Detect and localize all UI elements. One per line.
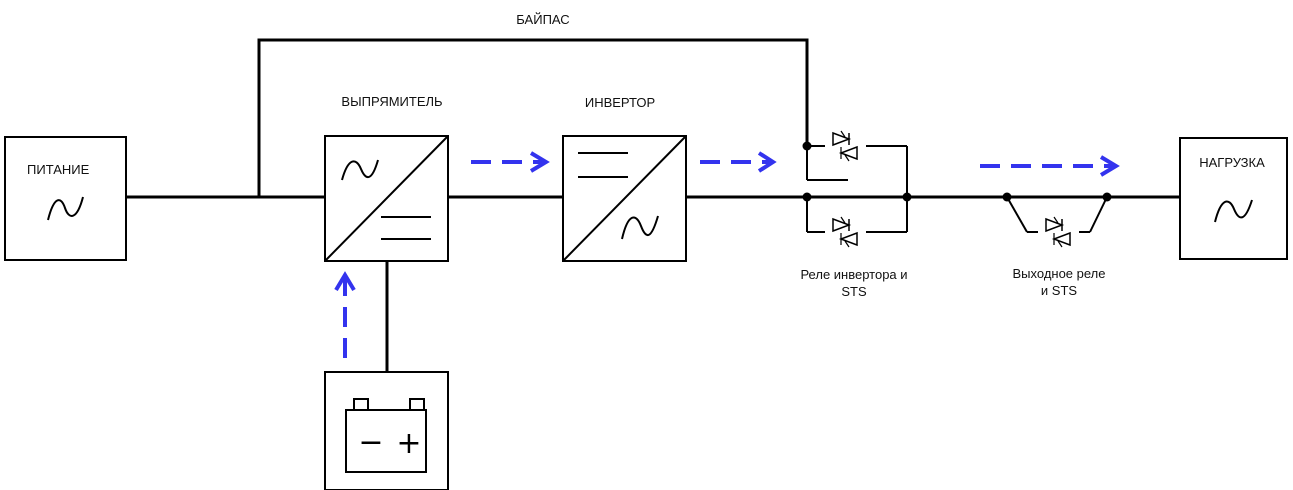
energy-flow-arrows — [334, 151, 1120, 358]
input-source-label: ПИТАНИЕ — [27, 162, 90, 177]
battery-icon: − + — [345, 398, 427, 473]
flow-arrow-icon — [471, 151, 550, 173]
thyristor-switch-icon — [832, 216, 858, 248]
load-label: НАГРУЗКА — [1199, 155, 1265, 170]
ac-sine-icon — [341, 159, 379, 181]
flow-arrow-icon — [334, 271, 356, 358]
battery-plus-sign: + — [396, 426, 421, 461]
thyristor-switch-icon — [832, 130, 858, 162]
output-relay-sts — [1006, 196, 1108, 248]
inverter-relay-sts — [806, 130, 908, 248]
battery-block: − + — [324, 371, 449, 490]
junction-dots — [802, 141, 1112, 202]
rectifier-label: ВЫПРЯМИТЕЛЬ — [341, 94, 443, 109]
flow-arrow-icon — [980, 155, 1120, 177]
thyristor-switch-icon — [1045, 216, 1071, 248]
inverter-relay-label: Реле инвертора и STS — [800, 267, 908, 299]
ac-sine-icon — [621, 215, 659, 240]
inverter-block — [562, 135, 687, 262]
bypass-label: БАЙПАС — [516, 12, 570, 27]
input-source-block — [4, 136, 127, 261]
flow-arrow-icon — [700, 151, 777, 173]
output-relay-label: Выходное реле и STS — [1012, 266, 1106, 298]
ac-sine-icon — [47, 196, 84, 221]
bypass-line — [257, 38, 809, 197]
inverter-label: ИНВЕРТОР — [584, 95, 656, 110]
battery-minus-sign: − — [358, 425, 383, 460]
load-block — [1179, 137, 1288, 260]
ac-sine-icon — [1214, 199, 1253, 223]
rectifier-block — [324, 135, 449, 262]
